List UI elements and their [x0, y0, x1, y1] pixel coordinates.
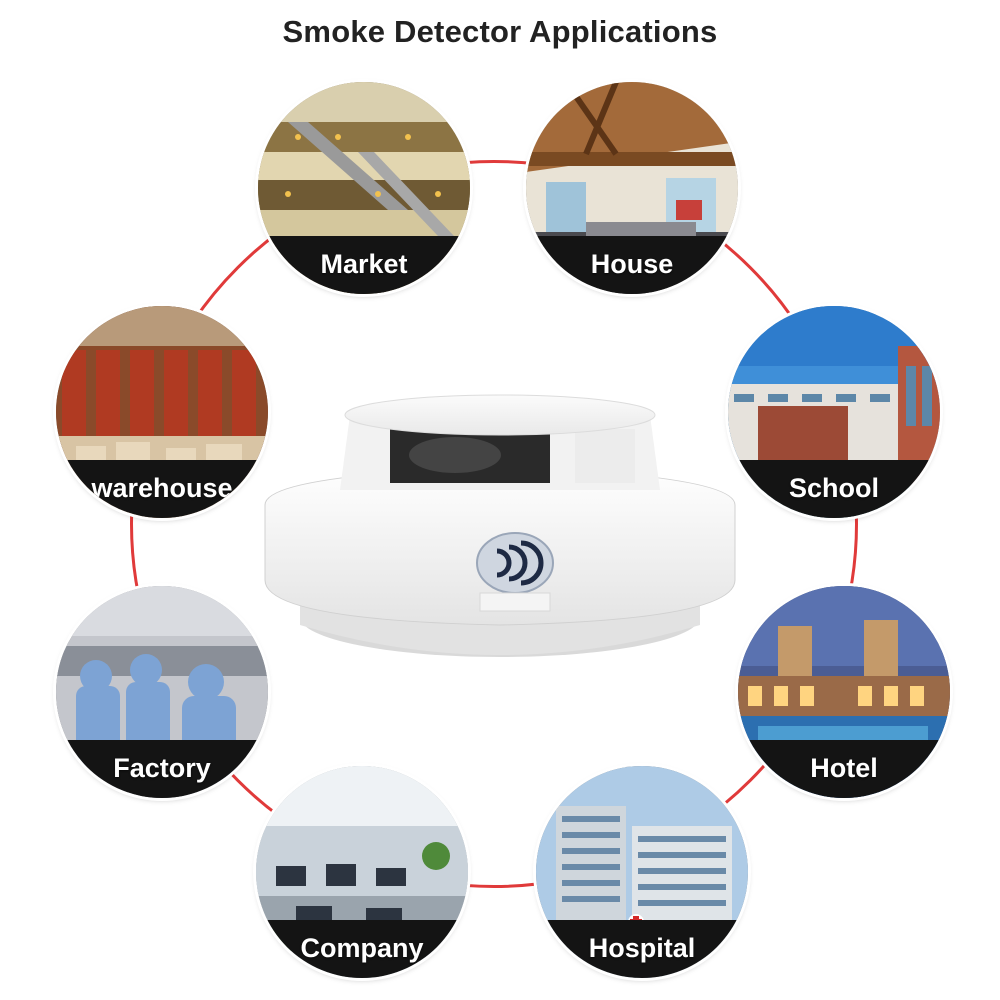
label-band	[56, 460, 268, 518]
application-company: Company	[256, 766, 468, 978]
application-market: Market	[258, 82, 470, 294]
application-label: Hospital	[588, 933, 696, 963]
connector-ring	[130, 160, 858, 888]
label-band	[526, 236, 738, 294]
application-warehouse: warehouse	[56, 306, 268, 518]
application-label: House	[590, 249, 674, 279]
application-school: School	[728, 306, 940, 518]
label-band	[56, 740, 268, 798]
application-label: Market	[320, 249, 408, 279]
label-band	[728, 460, 940, 518]
label-band	[738, 740, 950, 798]
application-hospital: Hospital	[536, 766, 748, 978]
page-title: Smoke Detector Applications	[282, 14, 718, 49]
application-label: Company	[300, 933, 424, 963]
application-factory: Factory	[56, 586, 268, 798]
label-band	[258, 236, 470, 294]
application-hotel: Hotel	[738, 586, 950, 798]
label-band	[536, 920, 748, 978]
application-house: House	[526, 82, 738, 294]
application-label: warehouse	[91, 473, 233, 503]
label-band	[256, 920, 468, 978]
smoke-detector-drawing	[264, 394, 736, 657]
application-label: Hotel	[810, 753, 878, 783]
application-label: School	[788, 473, 879, 503]
application-label: Factory	[113, 753, 211, 783]
smoke-detector-image	[255, 385, 745, 675]
